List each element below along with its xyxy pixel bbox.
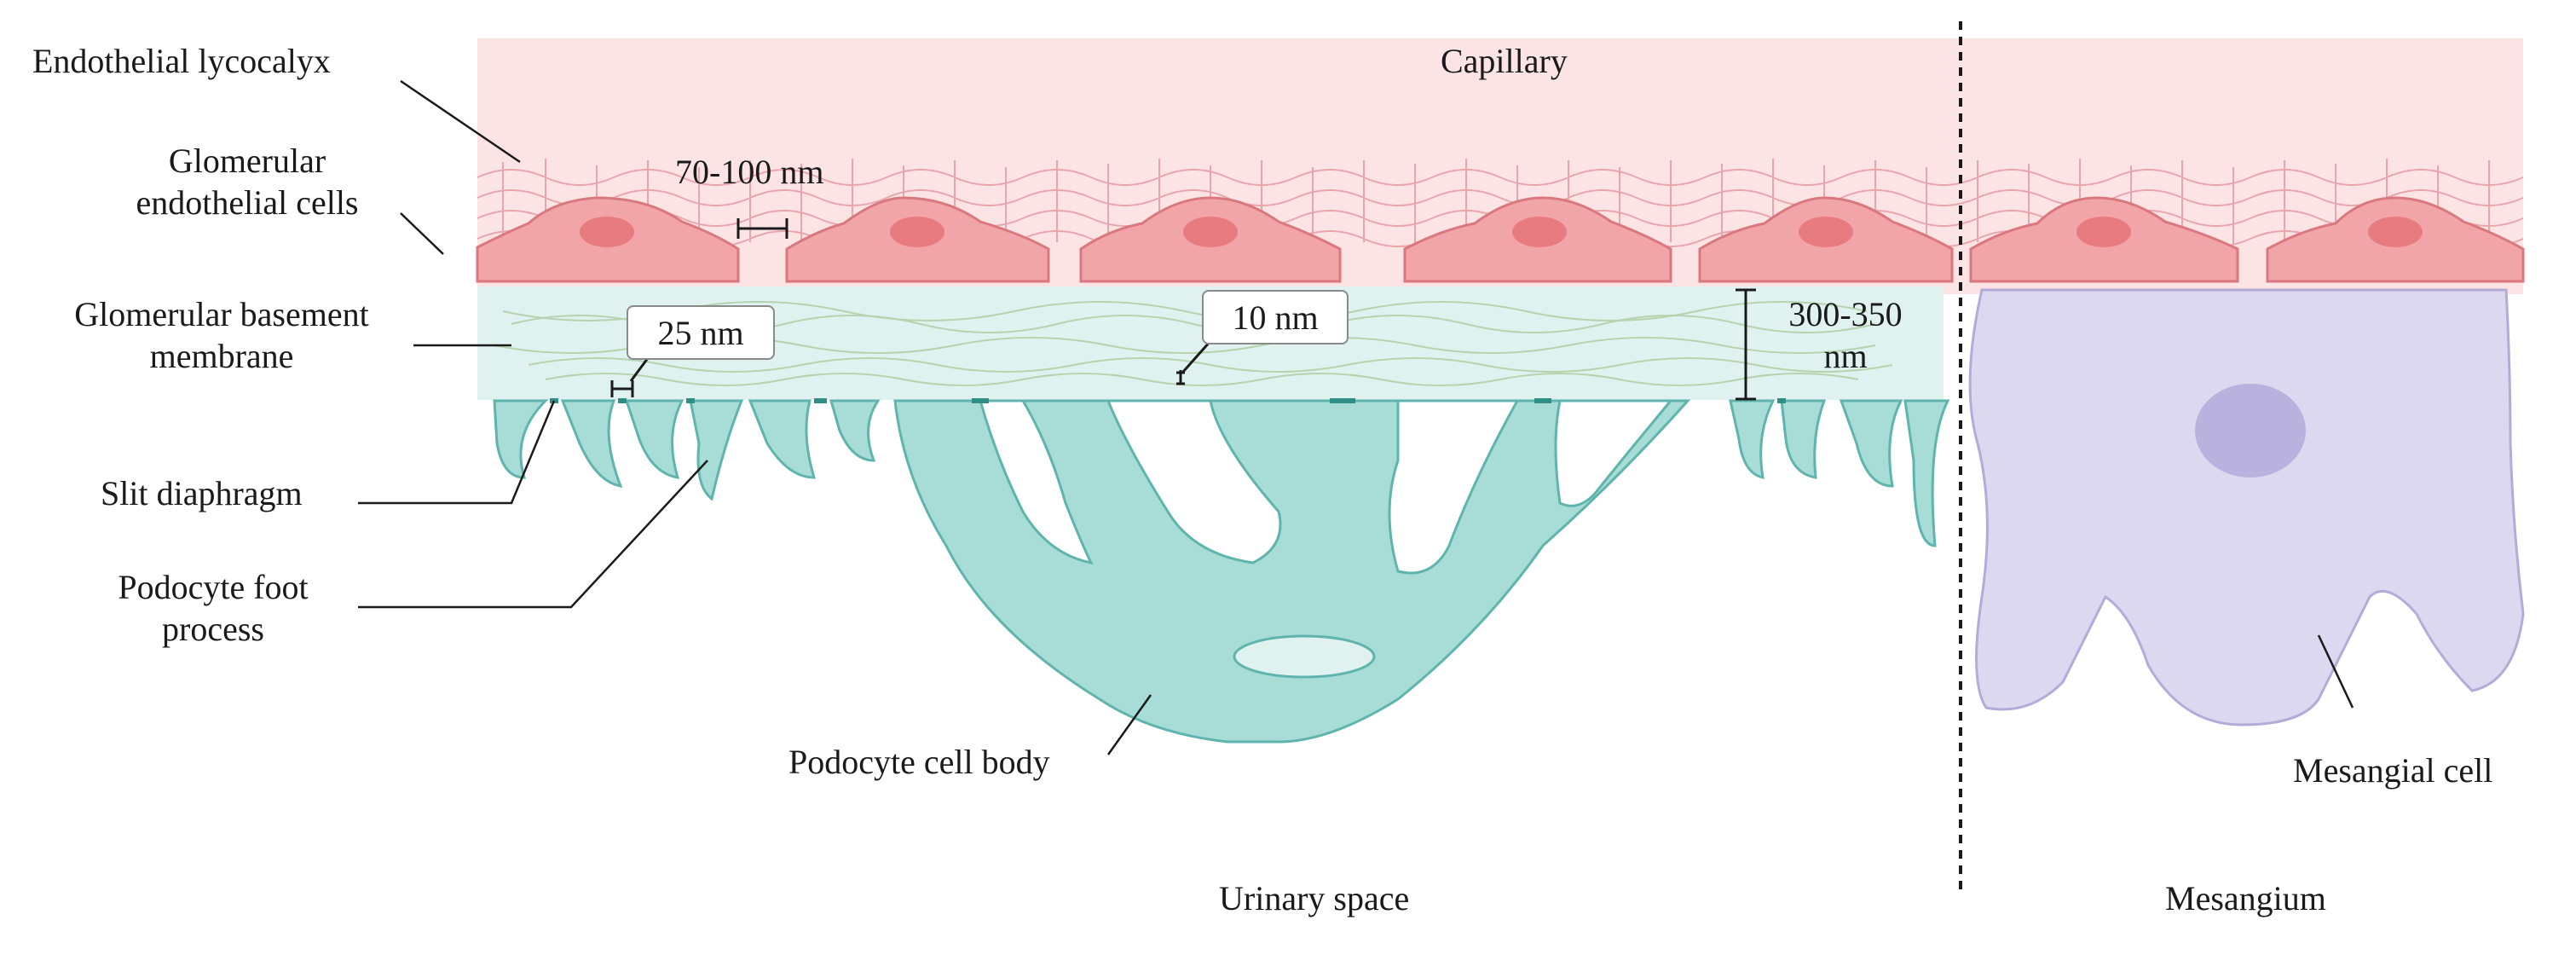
podocyte-nucleus (1233, 634, 1376, 679)
measurement-brackets (610, 218, 1756, 401)
label-glomerular-basement-membrane: Glomerular basement membrane (34, 294, 409, 378)
endothelial-nuclei (580, 217, 2423, 247)
label-gbm-line1: Glomerular basement (74, 295, 369, 333)
label-foot-process-line1: Podocyte foot (118, 568, 309, 606)
measure-gbm-thickness-line1: 300-350 (1788, 295, 1903, 333)
label-glomerular-endothelial-cells-line1: Glomerular (168, 142, 326, 180)
measure-slit-width: 25 nm (627, 305, 775, 360)
label-glomerular-endothelial-cells: Glomerular endothelial cells (128, 141, 367, 224)
leader-lines (358, 79, 2354, 755)
label-mesangial-cell: Mesangial cell (2293, 751, 2493, 790)
mesangial-cell (1968, 288, 2525, 726)
measure-fiber-spacing: 10 nm (1202, 290, 1349, 344)
label-capillary: Capillary (1441, 42, 1568, 80)
podocyte-foot-processes (493, 399, 1950, 547)
slit-leader (358, 400, 556, 505)
label-podocyte-foot-process: Podocyte foot process (85, 567, 341, 651)
endothelial-leader (400, 212, 444, 255)
glycocalyx-leader (400, 79, 521, 164)
podocyte-body-leader (1106, 694, 1152, 755)
label-gbm-line2: membrane (149, 336, 294, 375)
mesangial-leader (2317, 634, 2354, 709)
podocyte-cell-body (893, 399, 1691, 744)
label-endothelial-glycocalyx: Endothelial lycocalyx (32, 42, 331, 80)
measure-fenestration: 70-100 nm (675, 153, 824, 191)
label-mesangium: Mesangium (2165, 879, 2326, 917)
measure-gbm-thickness: 300-350 nm (1773, 294, 1918, 378)
mesangial-nucleus (2195, 384, 2306, 478)
label-foot-process-line2: process (162, 609, 264, 648)
label-podocyte-cell-body: Podocyte cell body (788, 743, 1050, 781)
label-glomerular-endothelial-cells-line2: endothelial cells (136, 182, 359, 222)
label-slit-diaphragm: Slit diaphragm (101, 474, 303, 512)
foot-leader (358, 460, 708, 609)
label-urinary-space: Urinary space (1219, 879, 1410, 917)
measure-gbm-thickness-line2: nm (1823, 336, 1868, 375)
